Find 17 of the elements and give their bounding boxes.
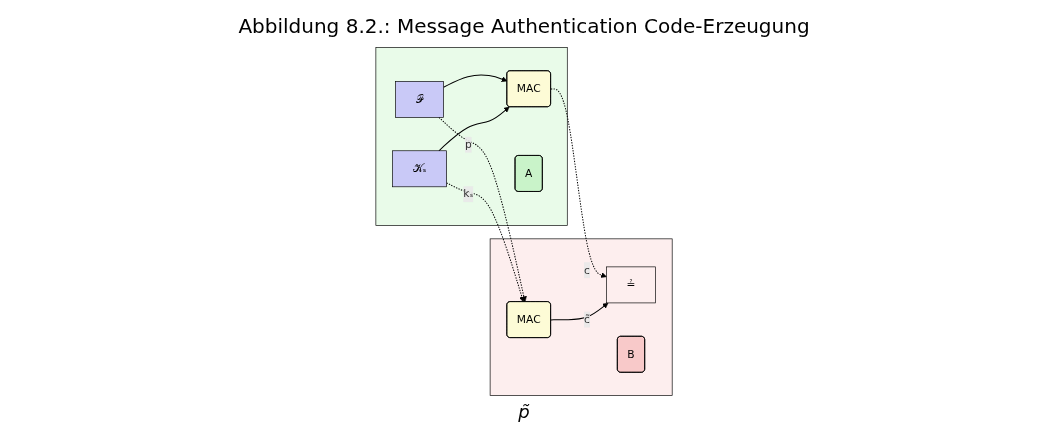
- arrow: [443, 74, 508, 88]
- arrow: [438, 116, 527, 303]
- math-label: p̃: [518, 401, 530, 422]
- edge-label: kₛ: [463, 187, 474, 201]
- arrow: [438, 106, 510, 152]
- node-box: 𝒦ₛ: [392, 150, 447, 188]
- arrow: [550, 302, 609, 321]
- edge-label: c: [583, 263, 590, 277]
- node-box: 𝒫: [395, 81, 444, 118]
- cluster: [375, 47, 568, 226]
- figure-title: Abbildung 8.2.: Message Authentication Code-Erzeugung: [238, 14, 810, 38]
- arrow: [446, 182, 525, 303]
- arrow: [550, 88, 607, 278]
- edge-label: c̃: [583, 312, 590, 326]
- edge-label: p: [464, 138, 472, 151]
- node-box: ≟: [606, 266, 656, 304]
- cluster: [489, 238, 673, 396]
